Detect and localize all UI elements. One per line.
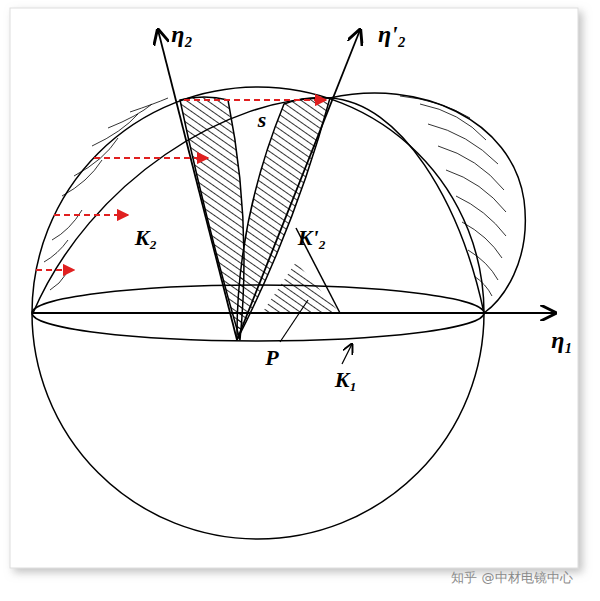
region-label: K₁ bbox=[333, 368, 359, 392]
axis-label: η₁ bbox=[549, 327, 575, 353]
watermark: 知乎 @中材电镜中心 bbox=[449, 571, 574, 585]
lens-k2 bbox=[180, 97, 244, 340]
axis-label: η'₂ bbox=[376, 21, 408, 47]
region-label: K₂ bbox=[133, 226, 159, 250]
axis-label: η₂ bbox=[169, 21, 195, 47]
vector-label: s bbox=[256, 108, 269, 132]
rotated-sphere-outline bbox=[330, 93, 525, 313]
region-p bbox=[262, 262, 340, 313]
eta1-axis bbox=[33, 312, 555, 314]
eta2-prime-axis bbox=[237, 30, 360, 340]
region-label: P bbox=[263, 346, 280, 370]
shift-arrows bbox=[36, 100, 326, 270]
leader-line bbox=[280, 300, 308, 342]
leader-arrow bbox=[342, 344, 352, 364]
frame bbox=[10, 8, 578, 568]
region-label: K'₂ bbox=[296, 226, 328, 250]
eta2-axis bbox=[158, 30, 237, 340]
